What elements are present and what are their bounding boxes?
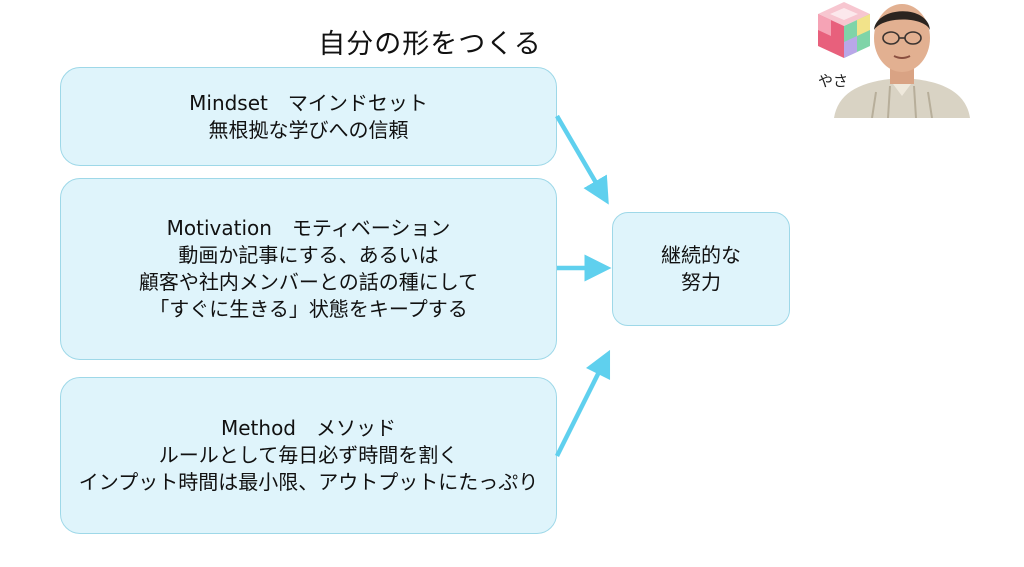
motivation-heading: Motivation モティベーション [166,216,451,241]
motivation-line-2: 顧客や社内メンバーとの話の種にして [138,270,479,294]
result-line-2: 努力 [681,270,721,294]
mindset-description: 無根拠な学びへの信頼 [208,117,409,142]
method-line-1: ルールとして毎日必ず時間を割く [158,443,459,468]
slide-title: 自分の形をつくる [318,29,542,60]
result-line-1: 継続的な [661,243,741,268]
presenter-inset: やさ [808,0,972,118]
motivation-box: Motivation モティベーション 動画か記事にする、あるいは 顧客や社内メ… [60,178,557,360]
method-line-2: インプット時間は最小限、アウトプットにたっぷり [78,469,539,494]
result-box: 継続的な 努力 [612,212,790,326]
cube-logo-icon [818,2,870,58]
presenter-video-icon [834,4,970,118]
motivation-line-3: 「すぐに生きる」状態をキープする [149,296,468,321]
logo-text: やさ [818,72,849,90]
method-box: Method メソッド ルールとして毎日必ず時間を割く インプット時間は最小限、… [60,377,557,534]
mindset-heading: Mindset マインドセット [189,90,428,115]
method-heading: Method メソッド [220,416,396,441]
arrow-mindset-to-result [555,114,609,205]
arrow-method-to-result [554,349,611,458]
motivation-line-1: 動画か記事にする、あるいは [178,243,439,268]
mindset-box: Mindset マインドセット 無根拠な学びへの信頼 [60,67,557,166]
